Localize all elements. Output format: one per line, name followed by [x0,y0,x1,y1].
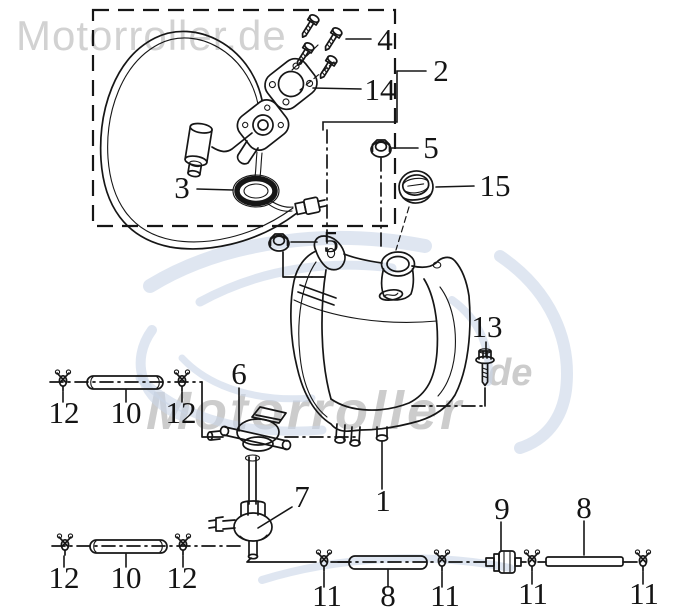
clamp-12 [54,369,72,392]
screw [292,40,316,69]
callout-label-11-1: 11 [312,578,342,612]
callout-label-6: 6 [231,356,247,391]
clamp-11 [315,549,333,572]
sender-wire [254,151,263,178]
tank-left-tab [313,235,346,271]
callout-label-12-2: 12 [166,395,197,430]
hose-10-upper [86,375,164,390]
flange-nut-upper [370,139,392,158]
hose-8-left [348,555,428,570]
callout-label-9: 9 [494,491,510,526]
callout-label-12-3: 12 [49,560,80,595]
callout-label-15: 15 [480,168,511,203]
clamp-12 [56,533,74,556]
callout-label-11-4: 11 [629,576,659,611]
clamp-12 [174,533,192,556]
flange-nut-lower [268,233,290,252]
callout-label-10-1: 10 [111,395,142,430]
float-arm [211,132,253,153]
sender-cable-outer [99,30,298,250]
callout-label-8-1: 8 [380,578,396,612]
connector-wire [266,198,294,212]
petcock [208,500,273,560]
callout-label-1: 1 [375,483,391,518]
gasket [264,57,318,111]
callout-label-12-4: 12 [167,560,198,595]
screw [297,12,321,41]
sender-cable-inner [107,37,294,243]
float [184,122,213,178]
cable-connector [294,196,328,216]
valve-lever [223,426,288,450]
callout-label-3: 3 [174,170,190,205]
hose-row-lower [51,533,246,556]
clamp-11 [433,549,451,572]
callout-label-5-lower: 5 [323,224,339,259]
sender-plate [236,99,290,165]
callout-label-11-2: 11 [430,578,460,612]
inset-dashed-box [91,8,397,228]
callout-label-8-2: 8 [576,490,592,525]
filler-neck [380,251,416,301]
callout-label-4: 4 [377,22,393,57]
callout-leader-7 [257,506,293,529]
callout-label-12-1: 12 [49,395,80,430]
callout-leader-3 [196,188,234,191]
callout-leader-15 [435,185,475,188]
callout-labels: 4 2 14 5 15 5 3 13 6 12 10 12 1 7 9 8 12 10 12 11 8 11 11 11 [49,22,659,612]
hose-8-right [545,556,624,567]
callout-label-13: 13 [472,309,503,344]
clamp-11 [634,549,652,572]
flange-bolt [475,348,495,387]
fuel-filter [485,550,522,574]
callout-leader-14 [312,87,362,90]
screw [315,53,339,82]
clamp-11 [523,549,541,572]
hose-10-lower [89,539,168,554]
hose-row-upper [49,369,224,438]
callout-label-2: 2 [433,53,449,88]
screws-group [292,12,344,82]
callout-leader-2 [322,70,427,131]
fuel-sender-assembly [99,30,328,250]
fuel-tank [290,235,471,447]
callout-label-14: 14 [365,72,397,107]
screw [320,25,344,54]
fuel-line-row [246,549,652,574]
clamp-12 [173,369,191,392]
callout-label-10-2: 10 [111,560,142,595]
fuel-valve [206,406,292,505]
fuel-cap [398,170,434,204]
seal-ring [232,174,280,208]
callout-label-5-upper: 5 [423,130,439,165]
callout-label-7: 7 [294,479,310,514]
callout-label-11-3: 11 [518,576,548,611]
